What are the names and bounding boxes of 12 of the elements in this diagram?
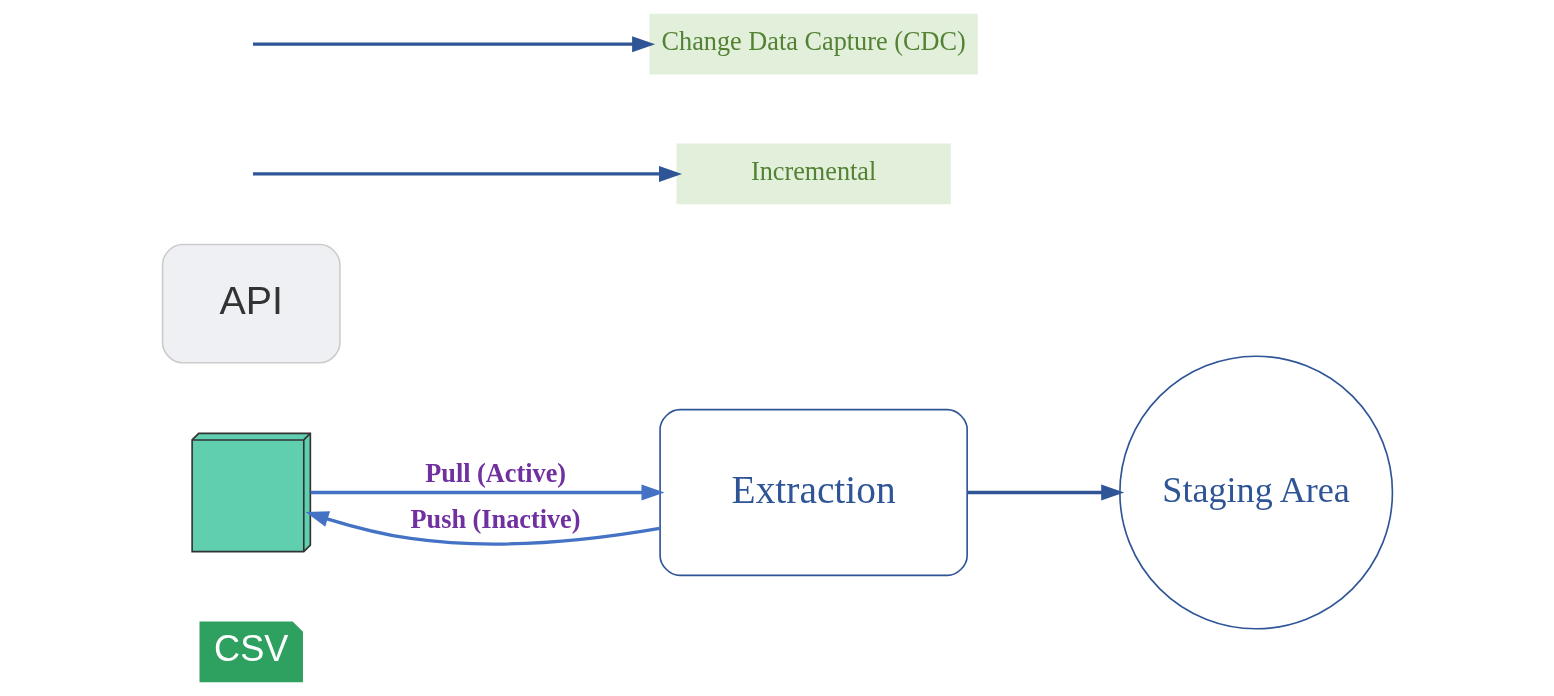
- node-box: API: [161, 243, 341, 364]
- arrow: [252, 165, 682, 182]
- arrow: [310, 484, 664, 501]
- arrow: [967, 484, 1124, 501]
- node-box: Incremental: [676, 143, 951, 205]
- arrow: [252, 36, 655, 53]
- node-box: Change Data Capture (CDC): [648, 13, 978, 75]
- arrow: [305, 511, 660, 546]
- edge-label: Pull (Active): [424, 459, 566, 489]
- edge-label: Push (Inactive): [410, 505, 581, 535]
- node-circle: Staging Area: [1118, 355, 1393, 630]
- node-box: Extraction: [658, 408, 968, 577]
